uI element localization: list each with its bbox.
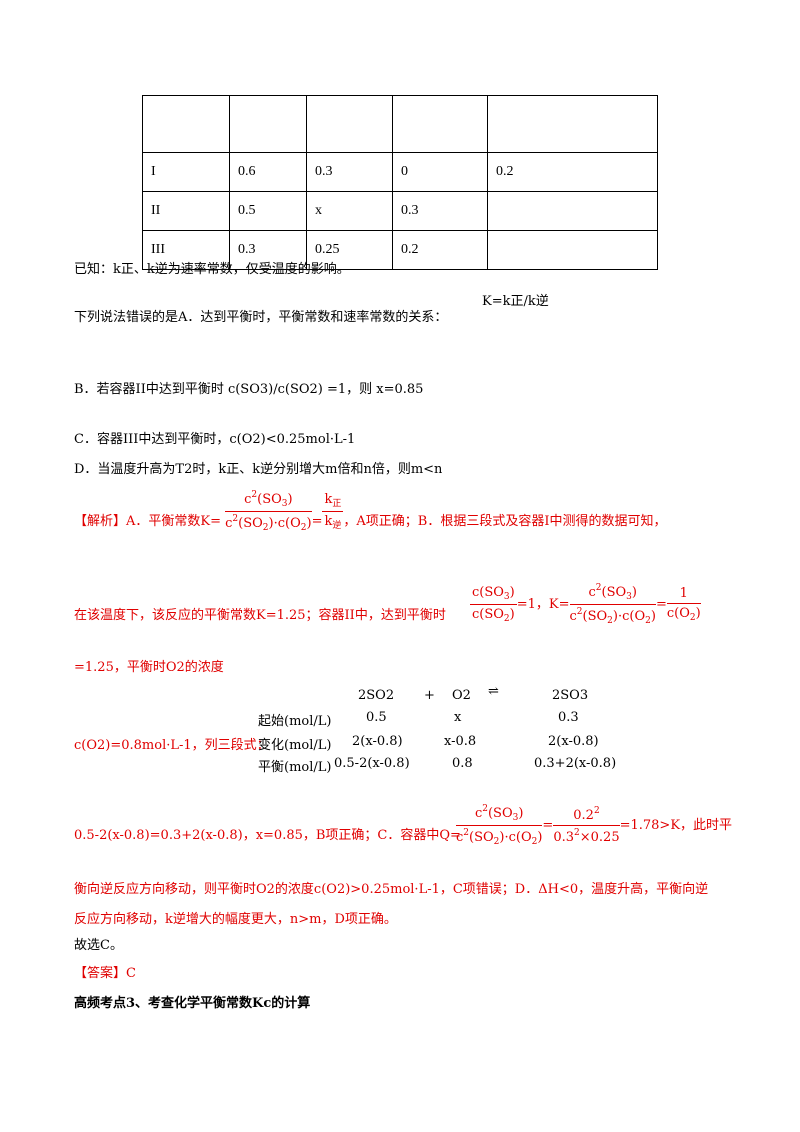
equation-arrow: ⇌ bbox=[488, 684, 499, 699]
section-title: 高频考点3、考查化学平衡常数Kc的计算 bbox=[74, 996, 311, 1011]
question-lead: 下列说法错误的是A．达到平衡时，平衡常数和速率常数的关系： bbox=[74, 310, 448, 325]
stage-cell: 0.3+2(x-0.8) bbox=[534, 756, 617, 771]
stage-cell: 2(x-0.8) bbox=[352, 734, 403, 749]
table-cell: 0 bbox=[392, 152, 488, 192]
table-header-cell bbox=[306, 95, 393, 153]
stage-cell: x-0.8 bbox=[444, 734, 477, 749]
stage-row-label: 平衡(mol/L) bbox=[258, 760, 332, 775]
known-conditions: 已知：k正、k逆为速率常数，仅受温度的影响。 bbox=[74, 262, 350, 277]
k-simplified-fraction: 1 c(O2) bbox=[666, 586, 701, 623]
conclusion: 故选C。 bbox=[74, 938, 123, 953]
data-table: I 0.6 0.3 0 0.2 II 0.5 x 0.3 III 0.3 0.2… bbox=[142, 95, 658, 270]
table-cell bbox=[487, 230, 658, 270]
analysis-text: 【解析】A．平衡常数K= bbox=[74, 514, 221, 529]
option-b: B．若容器II中达到平衡时 c(SO3)/c(SO2) =1，则 x=0.85 bbox=[74, 382, 424, 397]
table-cell: 0.3 bbox=[229, 230, 307, 270]
analysis-text: =1，K= bbox=[516, 597, 570, 612]
table-header-cell bbox=[142, 95, 230, 153]
equation-reactant-o2: O2 bbox=[452, 688, 471, 703]
table-row: III 0.3 0.25 0.2 bbox=[142, 230, 658, 270]
analysis-line-5: 0.5-2(x-0.8)=0.3+2(x-0.8)，x=0.85，B项正确；C．… bbox=[74, 828, 461, 843]
analysis-text: =1.78>K，此时平 bbox=[619, 818, 733, 833]
reaction-quotient-fraction: c2(SO3) c2(SO2)·c(O2) bbox=[456, 804, 543, 847]
table-header-row bbox=[142, 95, 658, 153]
analysis-line-1: 【解析】A．平衡常数K= c2(SO3) c2(SO2)·c(O2) = k正 … bbox=[74, 490, 667, 533]
table-cell: 0.2 bbox=[392, 230, 488, 270]
table-cell: 0.2 bbox=[487, 152, 658, 192]
stage-cell: 0.8 bbox=[452, 756, 473, 771]
equilibrium-constant-fraction: c2(SO3) c2(SO2)·c(O2) bbox=[225, 490, 312, 533]
table-row: I 0.6 0.3 0 0.2 bbox=[142, 152, 658, 192]
table-cell: 0.3 bbox=[392, 191, 488, 231]
option-a-formula: K=k正/k逆 bbox=[482, 294, 549, 309]
analysis-line-7: 反应方向移动，k逆增大的幅度更大，n>m，D项正确。 bbox=[74, 912, 397, 927]
stage-row-label: 变化(mol/L) bbox=[258, 738, 332, 753]
table-cell: 0.3 bbox=[306, 152, 393, 192]
table-cell: II bbox=[142, 191, 230, 231]
answer: 【答案】C bbox=[74, 966, 136, 981]
stage-cell: 0.5-2(x-0.8) bbox=[334, 756, 410, 771]
stage-cell: x bbox=[454, 710, 462, 725]
analysis-text: 在该温度下，该反应的平衡常数K=1.25；容器II中，达到平衡时 bbox=[74, 608, 446, 623]
table-cell bbox=[487, 191, 658, 231]
table-cell: x bbox=[306, 191, 393, 231]
option-c: C．容器III中达到平衡时，c(O2)<0.25mol·L-1 bbox=[74, 432, 356, 447]
concentration-ratio-fraction: c(SO3) c(SO2) bbox=[470, 585, 517, 624]
equation-reactant-so2: 2SO2 bbox=[358, 688, 395, 703]
analysis-line-6: 衡向逆反应方向移动，则平衡时O2的浓度c(O2)>0.25mol·L-1，C项错… bbox=[74, 882, 709, 897]
reaction-quotient-value-fraction: 0.22 0.32×0.25 bbox=[553, 806, 620, 845]
table-cell: 0.5 bbox=[229, 191, 307, 231]
k-expression-fraction: c2(SO3) c2(SO2)·c(O2) bbox=[569, 583, 656, 626]
analysis-line-3: =1.25，平衡时O2的浓度 bbox=[74, 660, 224, 675]
table-row: II 0.5 x 0.3 bbox=[142, 191, 658, 231]
table-cell: 0.6 bbox=[229, 152, 307, 192]
option-d: D．当温度升高为T2时，k正、k逆分别增大m倍和n倍，则m<n bbox=[74, 462, 443, 477]
analysis-line-5-formula: c2(SO3) c2(SO2)·c(O2) = 0.22 0.32×0.25 =… bbox=[456, 804, 733, 847]
stage-row-label: 起始(mol/L) bbox=[258, 714, 332, 729]
stage-cell: 2(x-0.8) bbox=[548, 734, 599, 749]
rate-constant-fraction: k正 k逆 bbox=[322, 492, 344, 531]
analysis-line-4: c(O2)=0.8mol·L-1，列三段式： bbox=[74, 738, 270, 753]
table-header-cell bbox=[229, 95, 307, 153]
analysis-line-2-formula: c(SO3) c(SO2) =1，K= c2(SO3) c2(SO2)·c(O2… bbox=[470, 583, 701, 626]
table-header-cell bbox=[392, 95, 488, 153]
table-header-cell bbox=[487, 95, 658, 153]
table-cell: I bbox=[142, 152, 230, 192]
equation-plus: + bbox=[424, 688, 435, 703]
stage-cell: 0.5 bbox=[366, 710, 387, 725]
equation-product-so3: 2SO3 bbox=[552, 688, 589, 703]
analysis-text: ，A项正确；B．根据三段式及容器I中测得的数据可知， bbox=[343, 514, 667, 529]
table-cell: III bbox=[142, 230, 230, 270]
analysis-line-2: 在该温度下，该反应的平衡常数K=1.25；容器II中，达到平衡时 bbox=[74, 604, 446, 623]
stage-cell: 0.3 bbox=[558, 710, 579, 725]
